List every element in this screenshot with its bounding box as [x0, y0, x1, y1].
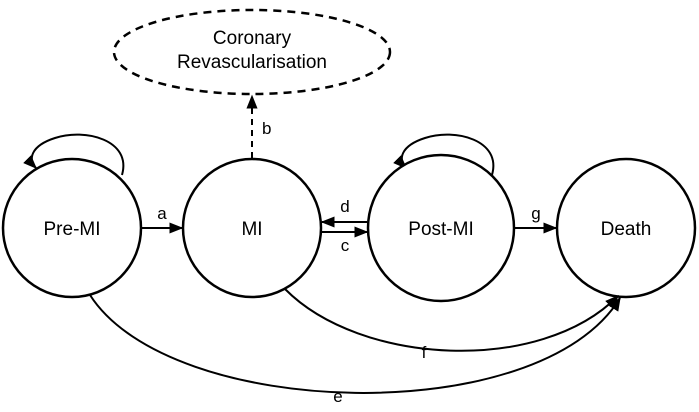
post-mi-self-loop — [393, 133, 495, 176]
death-label: Death — [601, 219, 652, 240]
edge-f-arrow — [284, 288, 619, 352]
revasc-label-line1: Coronary — [213, 28, 292, 49]
pre-mi-self-loop — [23, 133, 125, 176]
post-mi-label: Post-MI — [408, 219, 473, 240]
node-coronary-revascularisation: Coronary Revascularisation — [112, 8, 392, 96]
node-post-mi: Post-MI — [366, 153, 516, 303]
edge-f-label: f — [422, 343, 427, 362]
edge-a-label: a — [157, 204, 167, 223]
mi-label: MI — [241, 219, 262, 240]
edge-c-label: c — [341, 236, 350, 255]
edge-e-label: e — [333, 387, 342, 406]
revasc-ellipse — [112, 8, 392, 96]
edge-g-label: g — [531, 204, 540, 223]
node-pre-mi: Pre-MI — [1, 157, 143, 299]
pre-mi-label: Pre-MI — [44, 219, 101, 240]
edge-e-arrow — [89, 294, 621, 394]
edge-b-label: b — [262, 119, 271, 138]
revasc-label-line2: Revascularisation — [177, 52, 327, 73]
edge-d-label: d — [340, 197, 349, 216]
node-death: Death — [555, 157, 697, 299]
pre-mi-circle — [1, 157, 143, 299]
node-mi: MI — [181, 157, 323, 299]
